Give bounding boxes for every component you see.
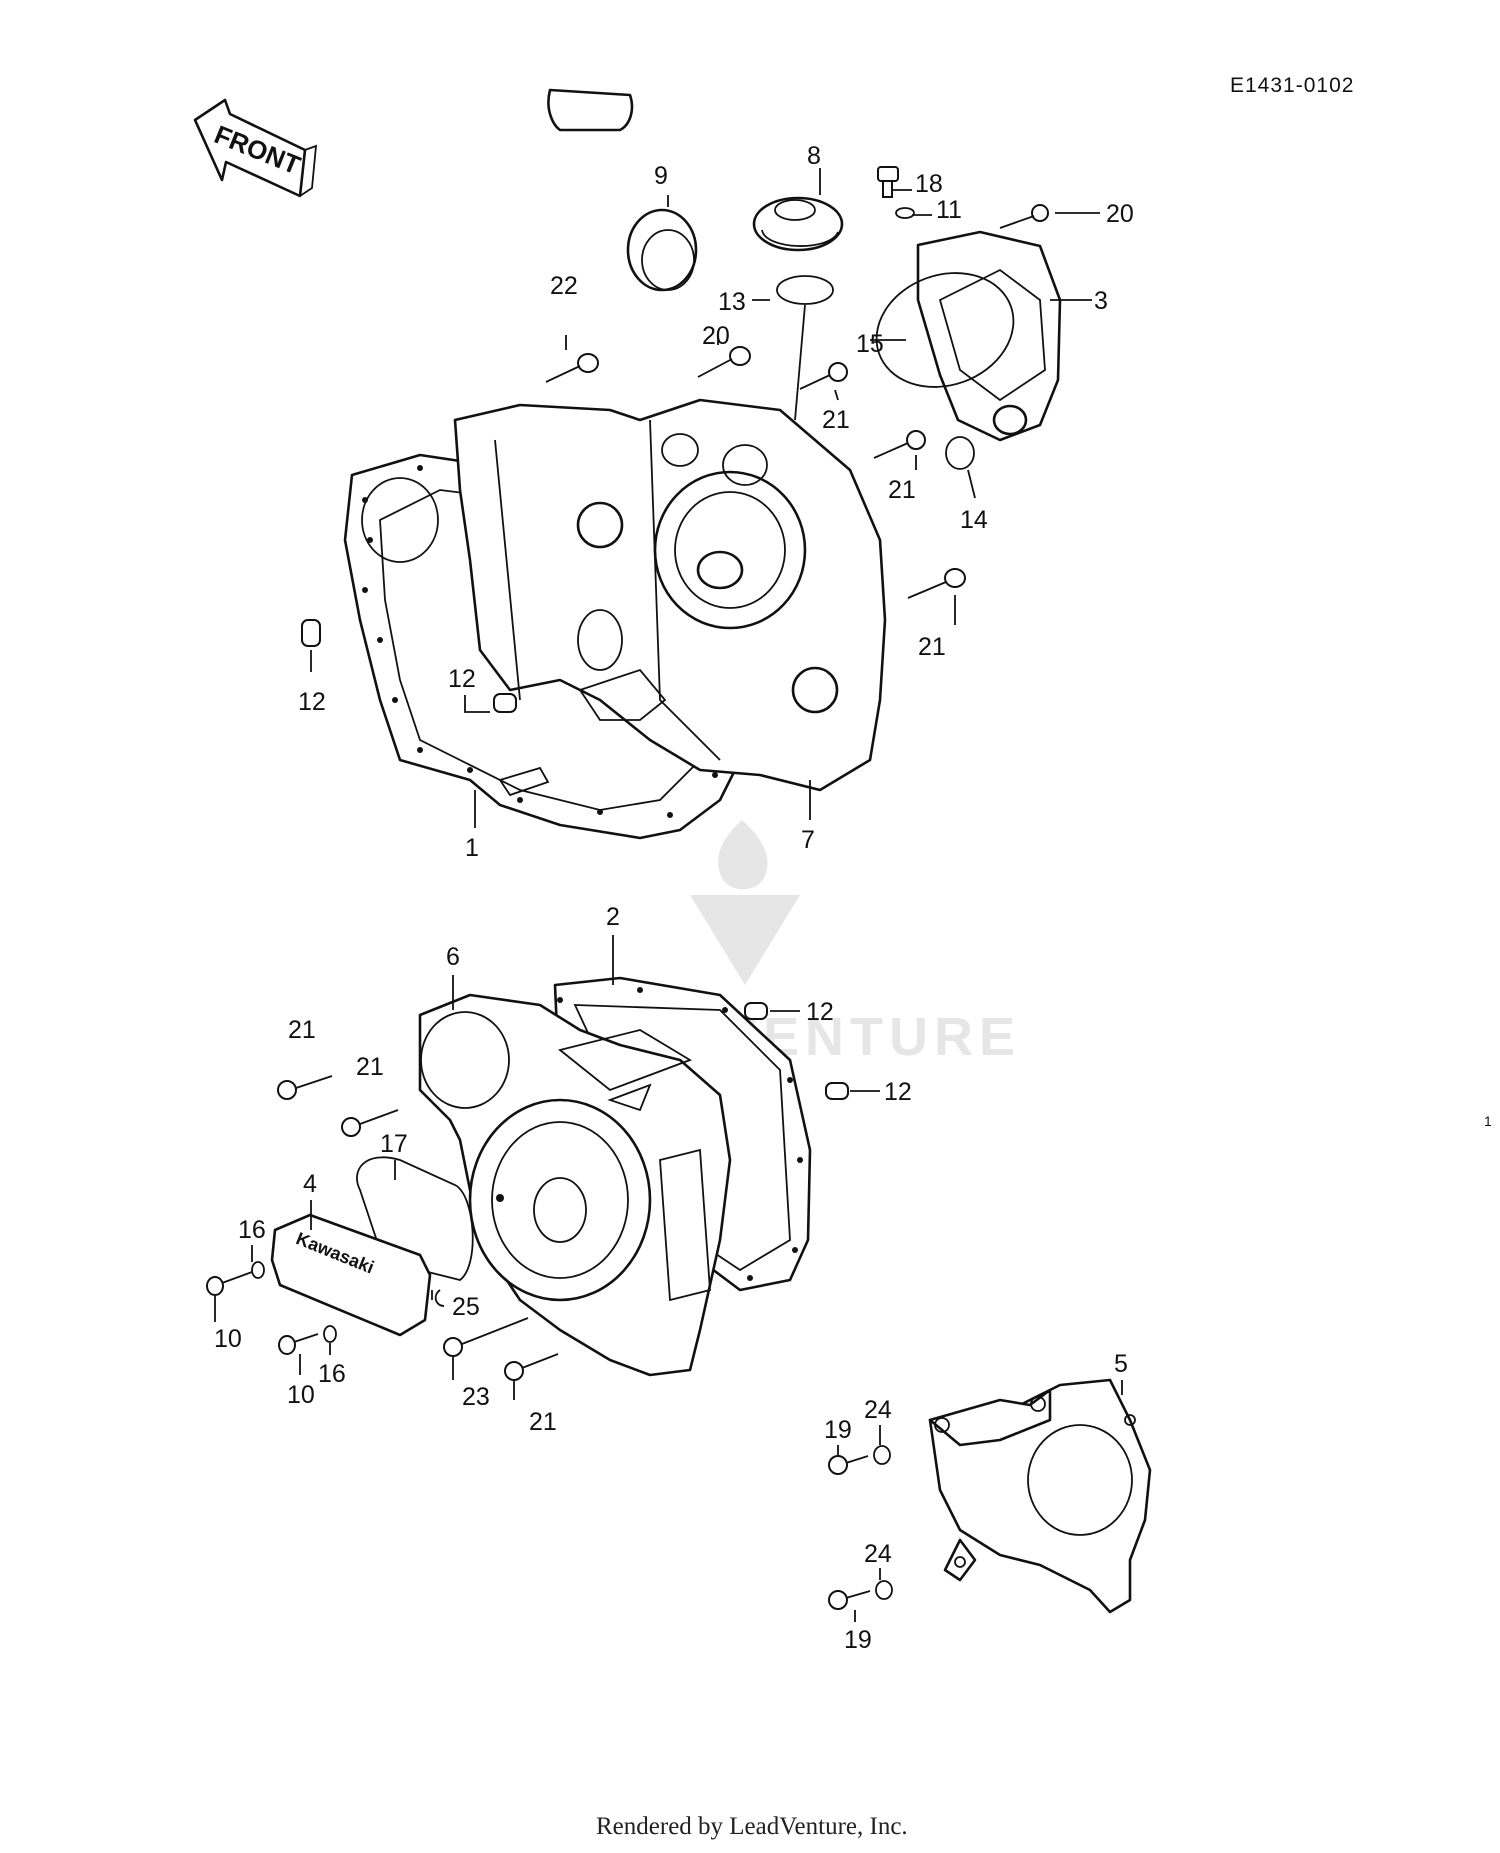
watermark-v-icon	[690, 895, 800, 985]
part-25-clip	[434, 1289, 445, 1307]
label-part-21-lower-a: 21	[288, 1016, 316, 1044]
label-part-19-upper: 19	[824, 1416, 852, 1444]
label-part-20-upper-right: 20	[1106, 200, 1134, 228]
label-part-12-lower-a: 12	[806, 998, 834, 1026]
part-7-crankcase-cover	[453, 398, 887, 792]
part-10-screw-upper	[206, 1271, 253, 1296]
label-part-5: 5	[1114, 1350, 1128, 1378]
part-21-screw-lower-b	[341, 1109, 399, 1137]
watermark-flame-icon	[718, 820, 768, 890]
label-part-1: 1	[465, 834, 479, 862]
part-21-screw-c	[907, 568, 966, 599]
label-part-21-c: 21	[918, 633, 946, 661]
label-part-21-b: 21	[888, 476, 916, 504]
label-part-10-upper: 10	[214, 1325, 242, 1353]
part-21-screw-a	[799, 362, 848, 390]
part-20-screw-upper-right	[999, 204, 1049, 229]
part-23-long-bolt	[443, 1317, 529, 1357]
label-part-21-lower-c: 21	[529, 1408, 557, 1436]
label-part-16-lower: 16	[318, 1360, 346, 1388]
label-part-21-lower-b: 21	[356, 1053, 384, 1081]
part-14-o-ring	[945, 436, 975, 470]
part-12-dowel-pin-left	[301, 619, 321, 647]
label-part-3: 3	[1094, 287, 1108, 315]
part-13-o-ring	[776, 275, 834, 305]
label-part-17: 17	[380, 1130, 408, 1158]
part-6-clutch-cover	[418, 993, 732, 1377]
part-18-bolt	[877, 166, 899, 198]
label-part-13: 13	[718, 288, 746, 316]
label-part-23: 23	[462, 1383, 490, 1411]
edge-mark: 1	[1484, 1113, 1492, 1129]
part-15-o-ring	[875, 272, 1015, 388]
label-part-14: 14	[960, 506, 988, 534]
label-part-22: 22	[550, 272, 578, 300]
label-part-7: 7	[801, 826, 815, 854]
leader-lines	[214, 168, 1123, 1622]
label-part-25: 25	[452, 1293, 480, 1321]
label-part-12-lower-b: 12	[884, 1078, 912, 1106]
label-part-6: 6	[446, 943, 460, 971]
front-arrow-icon: FRONT	[193, 98, 318, 198]
part-21-screw-lower-a	[277, 1075, 333, 1100]
label-part-4: 4	[303, 1170, 317, 1198]
part-20-screw-upper	[697, 346, 751, 378]
part-5-sprocket-cover	[928, 1378, 1152, 1614]
part-21-screw-lower-c	[504, 1353, 559, 1381]
label-part-21-a: 21	[822, 406, 850, 434]
label-part-8: 8	[807, 142, 821, 170]
label-part-18: 18	[915, 170, 943, 198]
label-part-20-upper: 20	[702, 322, 730, 350]
part-19-screw-lower	[828, 1590, 871, 1610]
part-number-labels: 8 9 18 11 20 3 13 15 22 20 21 21 14 21 1…	[214, 142, 1134, 1654]
part-4-kawasaki-badge: Kawasaki	[270, 1213, 432, 1337]
label-part-19-lower: 19	[844, 1626, 872, 1654]
diagram-code: E1431-0102	[1230, 74, 1354, 97]
footer-credit: Rendered by LeadVenture, Inc.	[596, 1813, 908, 1840]
label-part-10-lower: 10	[287, 1381, 315, 1409]
label-part-12-center: 12	[448, 665, 476, 693]
label-part-12-left: 12	[298, 688, 326, 716]
label-part-24-upper: 24	[864, 1396, 892, 1424]
part-10-screw-lower	[278, 1333, 319, 1355]
part-17-badge-gasket	[356, 1156, 474, 1281]
part-22-screw	[545, 353, 599, 383]
label-part-16-upper: 16	[238, 1216, 266, 1244]
part-24-washer-lower	[875, 1580, 893, 1600]
part-16-washer-lower	[323, 1325, 337, 1343]
part-12-dowel-pin-center	[493, 693, 517, 713]
part-16-washer-upper	[251, 1261, 265, 1279]
label-part-2: 2	[606, 903, 620, 931]
part-12-dowel-pin-lower-a	[744, 1002, 768, 1020]
part-11-washer	[895, 207, 915, 219]
part-3-cover	[916, 230, 1062, 442]
part-8-filler-plug	[547, 88, 844, 252]
label-part-24-lower: 24	[864, 1540, 892, 1568]
part-9-cap	[626, 208, 698, 292]
part-24-washer-upper	[873, 1445, 891, 1465]
part-21-screw-b	[873, 430, 926, 459]
label-part-9: 9	[654, 162, 668, 190]
label-part-11: 11	[936, 196, 962, 224]
part-12-dowel-pin-lower-b	[825, 1082, 849, 1100]
label-part-15: 15	[856, 330, 884, 358]
part-19-screw-upper	[828, 1455, 869, 1475]
